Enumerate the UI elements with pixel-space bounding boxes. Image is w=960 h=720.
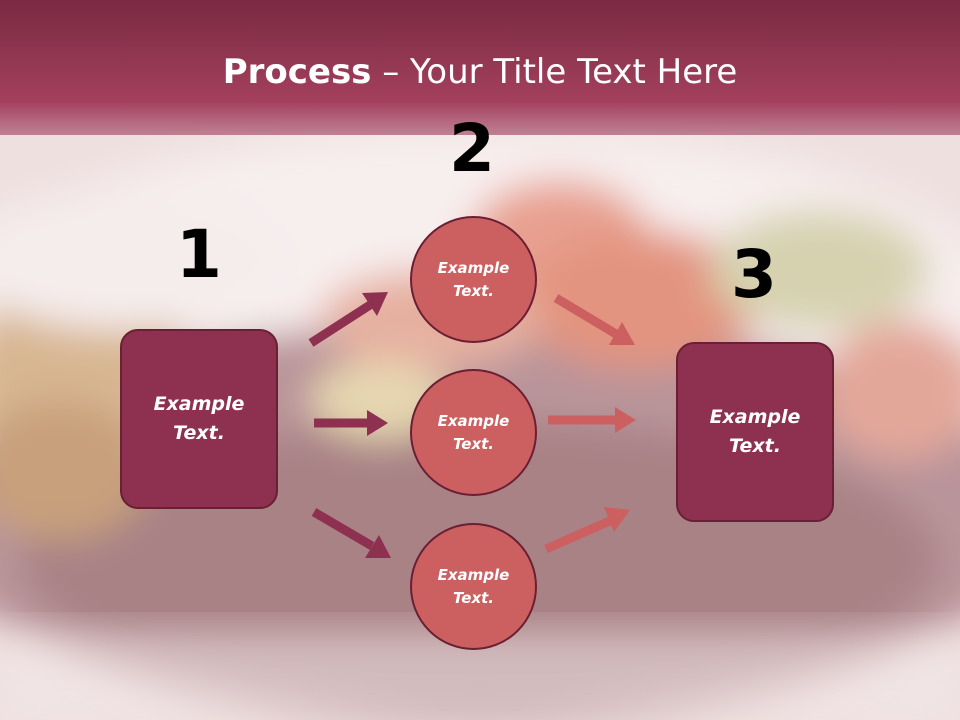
circle-top-line2: Text. [452, 281, 494, 300]
step-number-1: 1 [176, 216, 222, 293]
slide-title: Process – Your Title Text Here [0, 52, 960, 92]
step-number-2: 2 [449, 110, 495, 187]
start-box: Example Text. [120, 329, 278, 509]
arrow-left-to-middle [314, 410, 388, 436]
circle-bottom-line1: Example [437, 565, 510, 584]
arrow-top-to-right [553, 294, 635, 345]
circle-middle-line2: Text. [452, 434, 494, 453]
circle-middle: Example Text. [410, 369, 537, 496]
title-rest: – Your Title Text Here [371, 52, 738, 92]
circle-bottom-line2: Text. [452, 588, 494, 607]
start-box-line1: Example [153, 393, 245, 415]
circle-top: Example Text. [410, 216, 537, 343]
circle-top-line1: Example [437, 258, 510, 277]
title-bold: Process [222, 52, 372, 92]
arrow-left-to-bottom [311, 508, 391, 558]
arrow-bottom-to-right [544, 507, 630, 554]
circle-middle-line1: Example [437, 411, 510, 430]
end-box-line2: Text. [729, 435, 781, 457]
step-number-3: 3 [731, 236, 777, 313]
end-box-line1: Example [709, 406, 801, 428]
start-box-line2: Text. [173, 422, 225, 444]
end-box: Example Text. [676, 342, 834, 522]
arrow-middle-to-right [548, 407, 636, 433]
circle-bottom: Example Text. [410, 523, 537, 650]
arrow-left-to-top [308, 292, 388, 347]
